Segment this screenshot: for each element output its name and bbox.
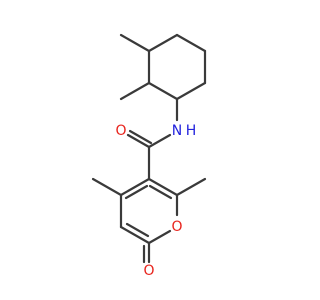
structure-svg: O N H O O xyxy=(91,33,207,279)
bond-c2-c3 xyxy=(147,177,179,197)
amide-nitrogen-label: N xyxy=(172,123,182,139)
bond-c5-c6 xyxy=(119,225,151,245)
bond-c6-ring-oxygen xyxy=(147,229,172,245)
molecule-structure-canvas: O N H O O xyxy=(91,33,207,279)
bond-carbonyl-oxygen xyxy=(126,133,151,149)
bond-ch1-ch2 xyxy=(147,81,179,101)
ring-oxygen-label: O xyxy=(171,219,182,235)
lactone-oxygen-label: O xyxy=(143,263,154,279)
bond-c3-c4 xyxy=(119,177,151,197)
bond-c2-c3-inner xyxy=(148,184,173,200)
bond-carbonyl-nitrogen xyxy=(147,133,172,149)
pyranone-ring xyxy=(119,177,179,245)
bond-c3-c4-inner xyxy=(124,184,149,200)
bond-ch6-ch1 xyxy=(175,81,207,101)
bond-c4-methyl xyxy=(91,177,123,197)
amide-oxygen-label: O xyxy=(115,123,126,139)
bond-ch3-methyl xyxy=(119,33,151,53)
bond-ch3-ch4 xyxy=(147,33,179,53)
bond-c5-c6-inner xyxy=(125,222,150,238)
bond-ch2-methyl xyxy=(119,81,151,101)
bond-carbonyl-oxygen-double xyxy=(128,129,153,145)
bond-ch4-ch5 xyxy=(175,33,207,53)
cyclohexane-ring xyxy=(147,33,207,101)
amide-hydrogen-label: H xyxy=(186,123,197,139)
bond-c2-methyl xyxy=(175,177,207,197)
